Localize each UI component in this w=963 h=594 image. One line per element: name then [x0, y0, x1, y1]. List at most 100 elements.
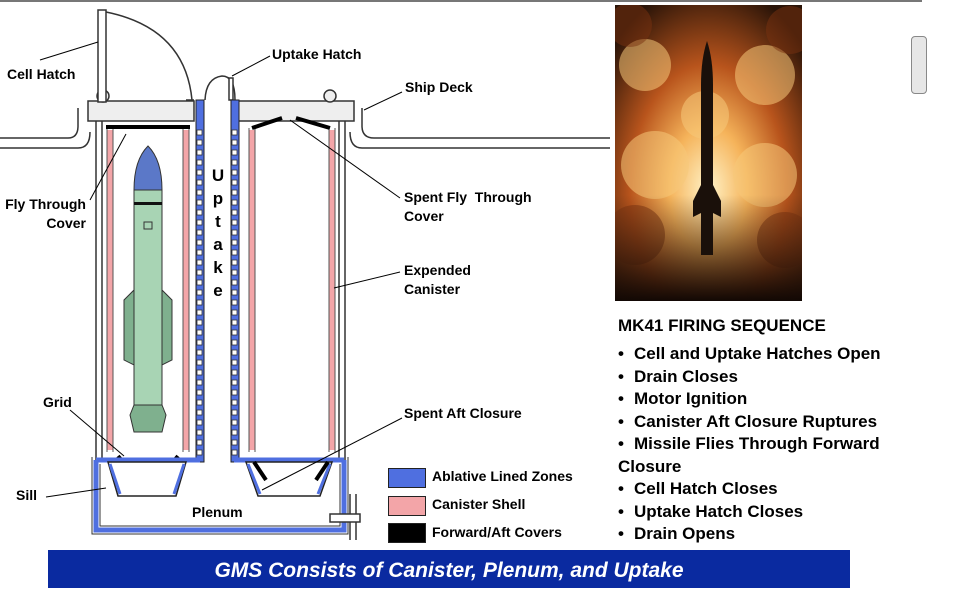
uptake-letter: e [213, 281, 223, 300]
liner-tick [196, 179, 203, 186]
firing-sequence-list: • Cell and Uptake Hatches Open • Drain Clos… [618, 343, 918, 546]
liner-tick [231, 369, 238, 376]
liner-tick [196, 289, 203, 296]
liner-tick [231, 259, 238, 266]
liner-tick [196, 219, 203, 226]
sequence-step-text: Uptake Hatch Closes [634, 501, 804, 521]
legend-label-ablative: Ablative Lined Zones [432, 468, 573, 484]
uptake-letter: k [213, 258, 223, 277]
missile-launch-photo [615, 5, 802, 301]
liner-tick [231, 139, 238, 146]
sequence-step: •Cell Hatch Closes [618, 478, 918, 501]
liner-tick [231, 389, 238, 396]
sequence-step-text: Drain Closes [634, 366, 738, 386]
missile [123, 145, 173, 433]
right-cell-walls [338, 121, 346, 460]
bullet: • [618, 524, 624, 543]
bullet: • [618, 366, 624, 386]
liner-tick [231, 409, 238, 416]
left-cell-walls [95, 121, 103, 460]
liner-tick [196, 269, 203, 276]
bullet: • [618, 434, 624, 453]
spent-aft-closure [252, 460, 330, 482]
sequence-step: •Canister Aft Closure Ruptures [618, 411, 918, 434]
liner-tick [231, 249, 238, 256]
liner-tick [231, 169, 238, 176]
plenum [93, 457, 347, 533]
liner-tick [196, 409, 203, 416]
sequence-step-text: Drain Opens [634, 524, 736, 543]
uptake-liner-ticks [196, 129, 238, 456]
liner-tick [196, 239, 203, 246]
label-grid: Grid [43, 394, 72, 410]
liner-tick [231, 189, 238, 196]
gms-cutaway-diagram [0, 9, 610, 540]
legend-swatch-ablative [388, 468, 426, 488]
liner-tick [231, 239, 238, 246]
liner-tick [196, 439, 203, 446]
liner-tick [231, 399, 238, 406]
liner-tick [231, 229, 238, 236]
left-forward-cover [106, 125, 190, 129]
missile-silhouette [693, 41, 721, 255]
liner-tick [196, 419, 203, 426]
label-expended-canister: Expended Canister [404, 262, 471, 297]
liner-tick [196, 129, 203, 136]
liner-tick [196, 449, 203, 456]
liner-tick [231, 289, 238, 296]
scroll-widget[interactable] [911, 36, 927, 94]
liner-tick [196, 319, 203, 326]
legend-label-shell: Canister Shell [432, 496, 526, 512]
drain-pipe [329, 494, 361, 540]
label-spent-aft-closure: Spent Aft Closure [404, 405, 522, 421]
liner-tick [231, 429, 238, 436]
liner-tick [231, 269, 238, 276]
liner-tick [196, 139, 203, 146]
uptake-hatch-door [204, 75, 236, 101]
bullet: • [618, 344, 624, 363]
liner-tick [196, 349, 203, 356]
sequence-step: • Drain Opens [618, 523, 918, 546]
liner-tick [196, 369, 203, 376]
liner-tick [196, 339, 203, 346]
liner-tick [196, 329, 203, 336]
cell-hatch-door [97, 9, 194, 103]
liner-tick [196, 429, 203, 436]
sill-liner [108, 463, 332, 495]
sequence-step: • Drain Closes [618, 366, 918, 389]
label-cell-hatch: Cell Hatch [7, 66, 76, 82]
liner-tick [231, 339, 238, 346]
liner-tick [196, 309, 203, 316]
liner-tick [231, 209, 238, 216]
liner-tick [196, 299, 203, 306]
sequence-step-text: Cell and Uptake Hatches Open [634, 344, 881, 363]
liner-tick [231, 349, 238, 356]
right-canister-shell [249, 130, 335, 450]
label-ship-deck: Ship Deck [405, 79, 473, 95]
uptake-letter: U [211, 166, 225, 185]
liner-tick [196, 209, 203, 216]
legend-swatch-shell [388, 496, 426, 516]
liner-tick [231, 329, 238, 336]
liner-tick [231, 309, 238, 316]
liner-tick [231, 159, 238, 166]
liner-tick [196, 169, 203, 176]
liner-tick [231, 439, 238, 446]
liner-tick [231, 199, 238, 206]
liner-tick [196, 379, 203, 386]
bullet: • [618, 389, 624, 408]
sequence-step-text: Cell Hatch Closes [634, 479, 778, 498]
sequence-step: •Uptake Hatch Closes [618, 501, 918, 524]
liner-tick [196, 149, 203, 156]
liner-tick [231, 149, 238, 156]
sequence-step-text: Motor Ignition [634, 389, 748, 408]
sequence-step: • Motor Ignition [618, 388, 918, 411]
liner-tick [231, 179, 238, 186]
uptake-letter: t [215, 212, 221, 231]
label-sill: Sill [16, 487, 38, 503]
sequence-step: •Missile Flies Through Forward Closure [618, 433, 918, 478]
liner-tick [231, 299, 238, 306]
liner-tick [231, 449, 238, 456]
firing-sequence-title: MK41 FIRING SEQUENCE [618, 316, 826, 335]
